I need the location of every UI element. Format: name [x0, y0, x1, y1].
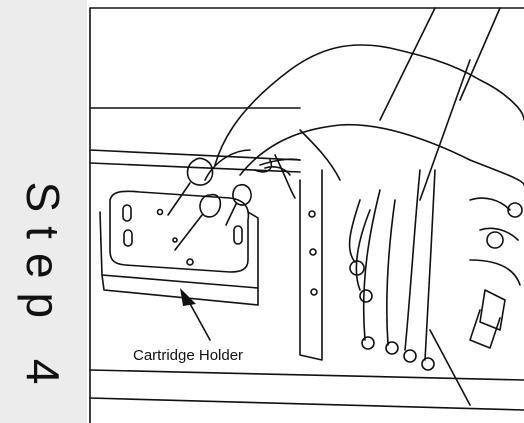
callout-label: Cartridge Holder [133, 347, 243, 364]
rail [300, 170, 322, 360]
callout-arrow [188, 300, 210, 340]
hand [205, 45, 524, 198]
arrowhead [180, 288, 196, 306]
cartridges [168, 158, 290, 250]
